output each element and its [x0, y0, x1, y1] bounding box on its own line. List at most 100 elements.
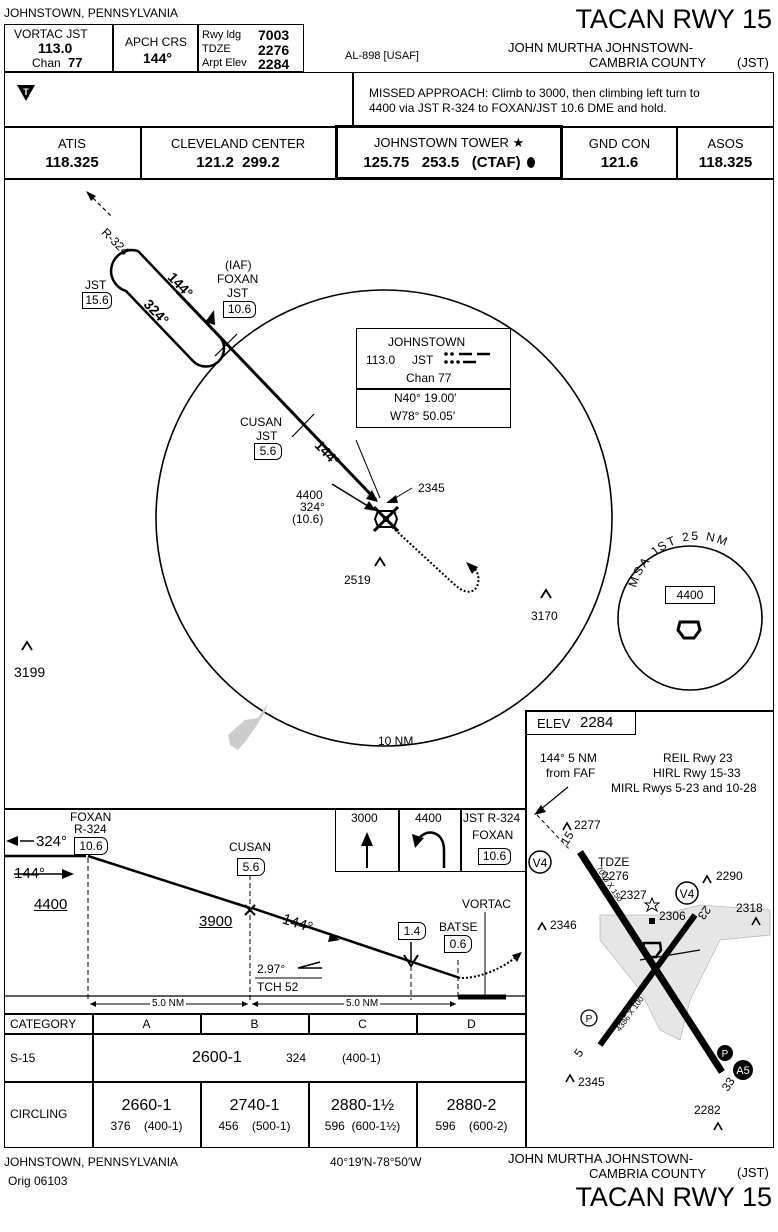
divider — [398, 808, 400, 872]
morse-code-icon — [444, 352, 490, 364]
comm-center-name: CLEVELAND CENTER — [170, 135, 306, 151]
circling-d-hat: 596 — [435, 1119, 456, 1133]
msa-altitude-box: 4400 — [665, 586, 715, 604]
batse-dme-box: 0.6 — [444, 935, 472, 953]
obstacle-2346-label: 2346 — [550, 918, 577, 932]
profile-initial-altitude: 4400 — [34, 896, 68, 913]
circling-c-hat: 596 — [324, 1119, 345, 1133]
airport-tdze: 2276 — [602, 869, 629, 883]
obstacle-2327-label: 2327 — [620, 888, 647, 902]
navbox-longitude: W78° 50.05′ — [390, 409, 456, 423]
scale-arrow — [252, 1001, 258, 1007]
part-time-icon — [526, 157, 535, 168]
feeder-altitude: 4400 — [296, 488, 323, 502]
glide-angle-icon — [297, 961, 321, 969]
lighting-mirl: MIRL Rwys 5-23 and 10-28 — [611, 781, 757, 795]
missed-approach-line2: 4400 via JST R-324 to FOXAN/JST 10.6 DME… — [369, 101, 667, 115]
divider — [308, 1082, 310, 1148]
runway-10-28 — [639, 949, 701, 961]
obstacle-2290-label: 2290 — [716, 869, 743, 883]
footer-amendment: Orig 06103 — [8, 1174, 68, 1188]
jst-fix-name: JST — [85, 278, 107, 292]
obstacle-symbol — [713, 1121, 723, 1131]
ma-fix-dme-box: 10.6 — [478, 848, 511, 865]
profile-inbound-course: 144° — [14, 865, 46, 882]
header-airport-line1: JOHN MURTHA JOHNSTOWN- — [508, 40, 694, 55]
rwy-5-label: 5 — [571, 1046, 586, 1060]
profile-cusan-name: CUSAN — [229, 840, 272, 854]
obstacle-symbol — [540, 588, 552, 599]
beacon-star-icon — [643, 896, 661, 913]
divider — [416, 1013, 418, 1034]
holding-pattern — [109, 248, 226, 368]
rwy-33-label: 33 — [719, 1075, 738, 1094]
tdze-label: TDZE — [202, 43, 231, 55]
al-number: AL-898 [USAF] — [345, 50, 419, 62]
header-airport-line2: CAMBRIA COUNTY — [589, 55, 707, 70]
obstacle-arrow — [386, 495, 398, 503]
papi-right-label: P — [722, 1049, 729, 1060]
comm-atis: ATIS 118.325 — [4, 133, 140, 173]
circling-a-hat: 376 — [110, 1119, 131, 1133]
divider — [92, 1013, 94, 1148]
nav-chan-label: Chan — [32, 56, 61, 70]
cusan-fix-symbol — [244, 904, 256, 916]
vdp-dme-box: 1.4 — [398, 922, 426, 940]
obstacle-symbol — [565, 1073, 575, 1083]
circling-cat-b: 2740-1 456 (500-1) — [201, 1090, 308, 1140]
navbox-leader — [355, 439, 381, 499]
scale-arrow — [90, 1001, 96, 1007]
faf-note-line1: 144° 5 NM — [540, 751, 597, 765]
comm-tower: JOHNSTOWN TOWER ★ 125.75 253.5 (CTAF) — [338, 133, 560, 173]
tower-box — [335, 125, 563, 180]
lighting-reil: REIL Rwy 23 — [663, 751, 733, 765]
straight-in-mda: 2600-1 — [192, 1049, 242, 1066]
final-arrow — [328, 934, 340, 942]
papi-left-icon — [580, 1009, 598, 1027]
lighting-hirl: HIRL Rwy 15-33 — [653, 766, 741, 780]
row-divider — [4, 1033, 526, 1035]
circling-d-mda: 2880-2 — [446, 1097, 497, 1114]
profile-foxan-name: FOXAN — [70, 810, 112, 824]
distance-label-1: 5.0 NM — [150, 998, 187, 1009]
cusan-name: CUSAN — [240, 415, 283, 429]
jst-dme-box: 15.6 — [82, 292, 112, 309]
comm-asos-name: ASOS — [707, 135, 744, 151]
obstacle-symbol — [751, 916, 761, 926]
minimums-top-border — [4, 1013, 526, 1015]
course-arrow — [205, 310, 215, 325]
header-location: JOHNSTOWN, PENNSYLVANIA — [4, 6, 179, 20]
ten-nm-ring — [155, 289, 613, 747]
tdze-value: 2276 — [258, 42, 290, 58]
faf-arrowhead — [534, 805, 546, 815]
feeder-course: 324° — [300, 500, 325, 514]
circling-b-mil: (500-1) — [251, 1119, 291, 1133]
navaid-info-box — [356, 328, 511, 428]
circling-cat-d: 2880-2 596 (600-2) — [417, 1090, 526, 1140]
runway-5-23 — [597, 913, 698, 1047]
obstacle-2277-label: 2277 — [574, 818, 601, 832]
profile-cusan-dme-box: 5.6 — [237, 858, 265, 876]
row-divider — [525, 710, 774, 712]
circling-c-mda: 2880-1½ — [330, 1097, 395, 1114]
cusan-dme-box: 5.6 — [254, 443, 282, 460]
course-arrow — [366, 490, 378, 502]
footer-coordinates: 40°19′N-78°50′W — [330, 1155, 422, 1169]
obstacle-2282-label: 2282 — [694, 1103, 721, 1117]
category-d: D — [467, 1016, 476, 1031]
faf-arrow-line — [539, 786, 569, 811]
category-a: A — [142, 1016, 151, 1031]
vasi-right-icon — [675, 881, 699, 905]
circling-cat-a: 2660-1 376 (400-1) — [93, 1090, 200, 1140]
feeder-route — [331, 483, 372, 509]
obstacle-3170-label: 3170 — [531, 609, 558, 623]
circling-label: CIRCLING — [10, 1107, 68, 1121]
comm-asos: ASOS 118.325 — [677, 133, 774, 173]
descent-line-2 — [251, 906, 461, 980]
svg-text:T: T — [23, 87, 29, 97]
divider — [112, 24, 114, 72]
circling-b-mda: 2740-1 — [229, 1097, 280, 1114]
profile-foxan-radial: R-324 — [74, 822, 107, 836]
msa-circle — [617, 545, 763, 691]
